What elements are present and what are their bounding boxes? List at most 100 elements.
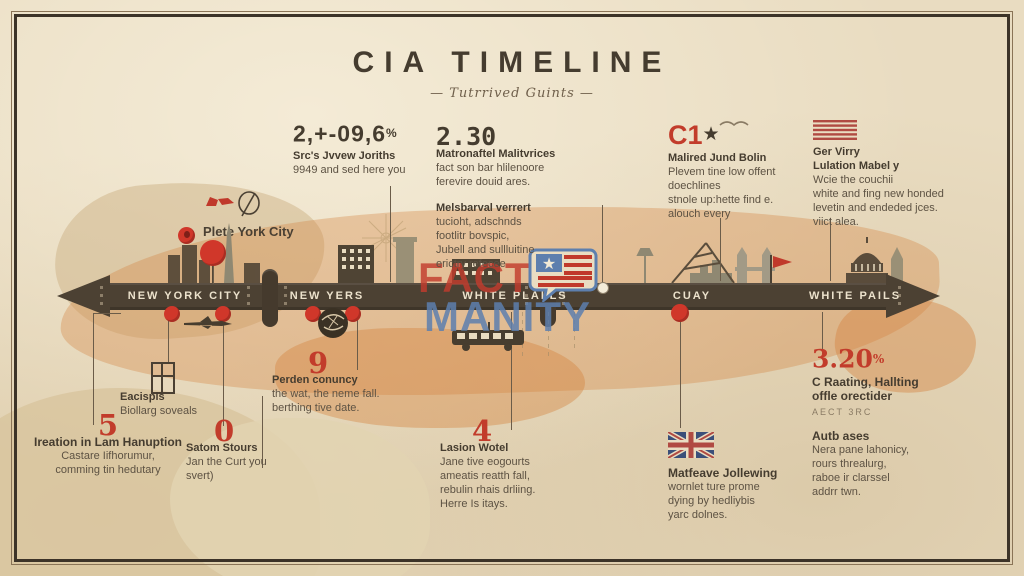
timeline-label-new-york-city: NEW YORK CITY	[127, 290, 243, 302]
note-line: rebulin rhais drliing.	[440, 484, 536, 496]
stat-value: 2,+-09,6	[293, 120, 387, 147]
connector-line	[223, 320, 224, 426]
note-line: levetin and endeded jces.	[813, 202, 938, 214]
trolley-silhouette	[452, 322, 524, 351]
note-heading: Satom Stours	[186, 442, 258, 454]
note-line: stnole up:hette find e.	[668, 194, 774, 206]
note-perden: 9 Perden conuncy the wat, the neme fall.…	[272, 346, 407, 415]
note-line: 9949 and sed here you	[293, 163, 406, 176]
note-satom: 0 Satom Stours Jan the Curt you svert)	[186, 417, 296, 483]
note-heading: Malired Jund Bolin	[668, 152, 767, 164]
note-line: Plevem tine low offent	[668, 166, 776, 178]
note-heading: Matfeave Jollewing	[668, 466, 778, 480]
connector-line	[357, 312, 358, 370]
note-matfeave: Matfeave Jollewing wornlet ture prome dy…	[668, 466, 813, 522]
stitch-dots	[525, 286, 528, 308]
stitch-dots	[898, 286, 901, 308]
timeline-hinge-1	[262, 269, 278, 327]
note-heading: Lulation Mabel y	[813, 160, 900, 172]
red-flag-icon	[770, 255, 792, 285]
svg-text:★: ★	[542, 256, 556, 273]
skyline	[168, 223, 903, 284]
note-line: erictry refecee	[436, 258, 506, 270]
stitch-dots	[100, 286, 103, 308]
note-heading: Perden conuncy	[272, 374, 358, 386]
note-line: Nera pane lahonicy,	[812, 443, 910, 456]
timeline-pin	[215, 306, 231, 322]
note-ireation: 5 Ireation in Lam Hanuption Castare Iifh…	[28, 408, 188, 477]
connector-line	[602, 205, 603, 285]
note-line: footlitr bovspic,	[436, 230, 510, 242]
pin-stem	[213, 258, 214, 284]
note-line: addrr twn.	[812, 485, 861, 498]
capitol-dome-silhouette	[846, 237, 888, 283]
seal-emblem-icon	[318, 308, 348, 338]
connector-line	[680, 320, 681, 428]
note-stat-096: 2,+-09,6% Src's Jvvew Joriths 9949 and s…	[293, 122, 428, 177]
note-line: dying by hedliybis	[668, 495, 755, 507]
timeline-white-dot	[597, 282, 609, 294]
timeline-pin	[305, 306, 321, 322]
ladder-icon	[151, 362, 175, 394]
note-heading: offle orectider	[812, 388, 893, 403]
note-line: berthing tive date.	[272, 402, 360, 414]
note-line: wornlet ture prome	[668, 481, 760, 493]
note-line: Jane tive eogourts	[440, 456, 530, 468]
note-heading: Matronaftel Malitvrices	[436, 148, 556, 160]
stat-value: 5	[97, 408, 119, 442]
note-line: Wcie the couchii	[813, 174, 894, 186]
map-pin-dot	[184, 231, 190, 238]
note-line: Herre Is itays.	[440, 498, 508, 510]
note-line: svert)	[186, 470, 214, 482]
bridge-silhouette	[735, 247, 775, 283]
connector-line	[390, 186, 391, 282]
windowed-building-left	[338, 245, 374, 283]
star-icon: ★	[702, 124, 720, 145]
note-line: tucioht, adschnds	[436, 216, 522, 228]
watermark-word-manity: MANITY	[424, 293, 591, 340]
timeline-pin	[671, 304, 689, 322]
speech-bubble-flag-icon: ★	[528, 248, 598, 302]
note-line: viict alea.	[813, 216, 859, 228]
timeline-label-cuay: CUAY	[672, 290, 712, 302]
note-heading: Src's Jvvew Joriths	[293, 149, 396, 162]
note-line: ferevire douid ares.	[436, 176, 531, 188]
striped-flag-icon	[813, 120, 857, 140]
red-flag-doodle-icon	[206, 197, 234, 206]
note-smallcaps: AECT 3RC	[812, 406, 873, 417]
note-line: rours threalurg,	[812, 457, 887, 470]
timeline-pin	[164, 306, 180, 322]
note-line: fact son bar hlilenoore	[436, 162, 545, 174]
note-line: ameatis reatth fall,	[440, 470, 530, 482]
timeline-label-new-yers: NEW YERS	[289, 290, 365, 302]
timeline-label-white-plalls: WHITE PLALLS	[462, 290, 568, 302]
connector-line	[93, 313, 121, 314]
spire-silhouette	[224, 223, 234, 283]
page-subtitle: — Tutrrived Guints —	[430, 86, 594, 101]
note-line: Castare Iifhorumur,	[61, 450, 155, 462]
connector-line	[168, 320, 169, 362]
note-line: Jubell and sullluitine	[436, 244, 535, 256]
watermark-word-fact: FACT	[418, 254, 532, 301]
note-raating: 3.20% C Raating, Hallting offle orectide…	[812, 347, 967, 499]
connector-line	[262, 396, 263, 468]
plane-silhouette	[184, 316, 232, 329]
note-line: comming tin hedutary	[55, 464, 161, 476]
note-heading: Ger Virry	[813, 146, 860, 158]
note-lasion: 4 Lasion Wotel Jane tive eogourts ameati…	[440, 414, 570, 511]
note-line: alouch every	[668, 208, 731, 220]
stat-unit: %	[872, 352, 885, 366]
note-ger-virry: Ger Virry Lulation Mabel y Wcie the couc…	[813, 145, 963, 229]
stitch-dots	[284, 286, 287, 308]
note-line: raboe ir clarssel	[812, 471, 890, 484]
note-line: yarc dolnes.	[668, 509, 728, 521]
note-line: white and fing new honded	[813, 188, 944, 200]
connector-line	[830, 218, 831, 281]
note-heading: Autb ases	[812, 428, 870, 443]
factory-silhouette	[690, 260, 732, 283]
stat-value: 9	[308, 346, 329, 380]
stat-value: 2.30	[436, 122, 497, 151]
stat-value: 4	[472, 414, 493, 448]
connector-line	[822, 312, 823, 354]
map-pin-label: Plete York City	[203, 224, 294, 239]
